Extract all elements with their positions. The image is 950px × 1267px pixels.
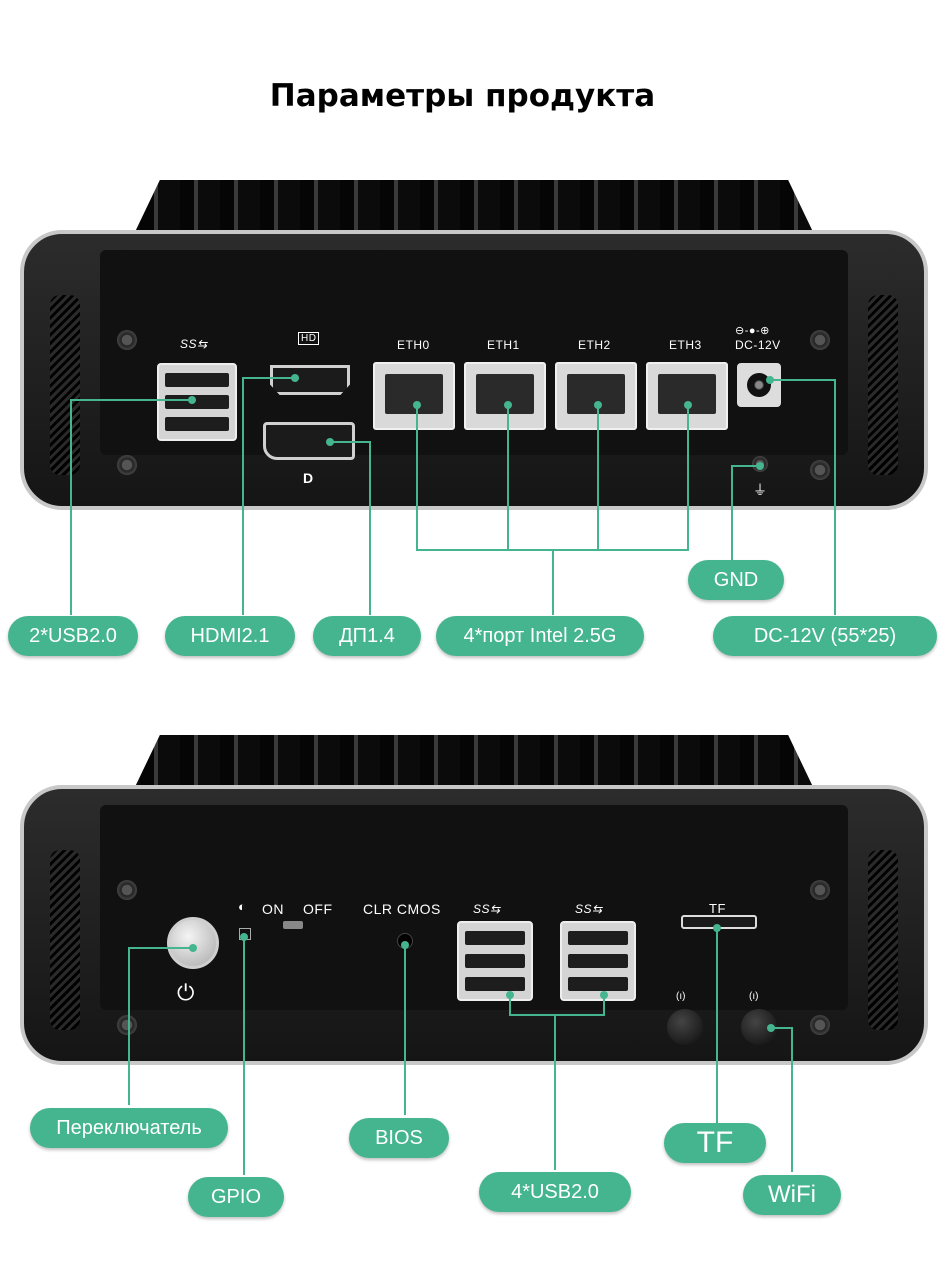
screw-icon <box>117 880 137 900</box>
ethernet-port-eth1 <box>464 362 546 430</box>
eth1-label: ETH1 <box>487 338 520 352</box>
screw-icon <box>117 455 137 475</box>
usb-port-stack-right <box>560 921 636 1001</box>
side-vent-left <box>50 295 80 475</box>
wifi-icon: (ı) <box>749 991 759 1002</box>
antenna-connector-left <box>667 1009 703 1045</box>
hdmi-port <box>270 365 350 395</box>
screw-icon <box>810 330 830 350</box>
side-vent-right <box>868 295 898 475</box>
callout-ethernet: 4*порт Intel 2.5G <box>436 616 644 656</box>
callout-hdmi: HDMI2.1 <box>165 616 295 656</box>
page-title: Параметры продукта <box>269 78 656 114</box>
eth0-label: ETH0 <box>397 338 430 352</box>
usb3-logo-icon: SS⇆ <box>575 902 603 916</box>
side-vent-right <box>868 850 898 1030</box>
clr-cmos-label: CLR CMOS <box>363 901 441 917</box>
power-icon: ⏻ <box>177 980 195 1005</box>
screw-icon <box>117 330 137 350</box>
callout-power-switch: Переключатель <box>30 1108 228 1148</box>
screw-icon <box>810 460 830 480</box>
screw-icon <box>810 880 830 900</box>
wifi-icon: (ı) <box>676 991 686 1002</box>
device-rear-view: SS⇆ HD D ETH0 ETH1 ETH2 ETH3 ⊖-●-⊕ DC-12… <box>20 180 928 510</box>
callout-gnd: GND <box>688 560 784 600</box>
device-front-view: ⏻ ◐ ON OFF CLR CMOS SS⇆ SS⇆ TF (ı) (ı) <box>20 735 928 1065</box>
callout-bios: BIOS <box>349 1118 449 1158</box>
ethernet-port-eth2 <box>555 362 637 430</box>
on-off-switch[interactable] <box>283 921 303 929</box>
dp-logo-icon: D <box>303 470 314 486</box>
eth2-label: ETH2 <box>578 338 611 352</box>
tf-label: TF <box>709 901 726 916</box>
ground-icon: ⏚ <box>753 482 767 498</box>
usb-port-stack <box>157 363 237 441</box>
usb-port-stack-left <box>457 921 533 1001</box>
callout-usb4: 4*USB2.0 <box>479 1172 631 1212</box>
off-label: OFF <box>303 901 333 917</box>
usb3-logo-icon: SS⇆ <box>180 337 208 351</box>
callout-usb2: 2*USB2.0 <box>8 616 138 656</box>
dc-label: DC-12V <box>735 338 781 352</box>
hd-logo-icon: HD <box>298 332 320 345</box>
eth3-label: ETH3 <box>669 338 702 352</box>
dc-polarity-icon: ⊖-●-⊕ <box>735 325 770 337</box>
callout-wifi: WiFi <box>743 1175 841 1215</box>
dc-power-jack <box>737 363 781 407</box>
callout-dc-power: DC-12V (55*25) <box>713 616 937 656</box>
screw-icon <box>117 1015 137 1035</box>
power-button[interactable] <box>167 917 219 969</box>
screw-icon <box>810 1015 830 1035</box>
gpio-icon: ◐ <box>238 899 246 914</box>
callout-tf: TF <box>664 1123 766 1163</box>
callout-gpio: GPIO <box>188 1177 284 1217</box>
on-label: ON <box>262 901 284 917</box>
usb3-logo-icon: SS⇆ <box>473 902 501 916</box>
callout-dp: ДП1.4 <box>313 616 421 656</box>
side-vent-left <box>50 850 80 1030</box>
